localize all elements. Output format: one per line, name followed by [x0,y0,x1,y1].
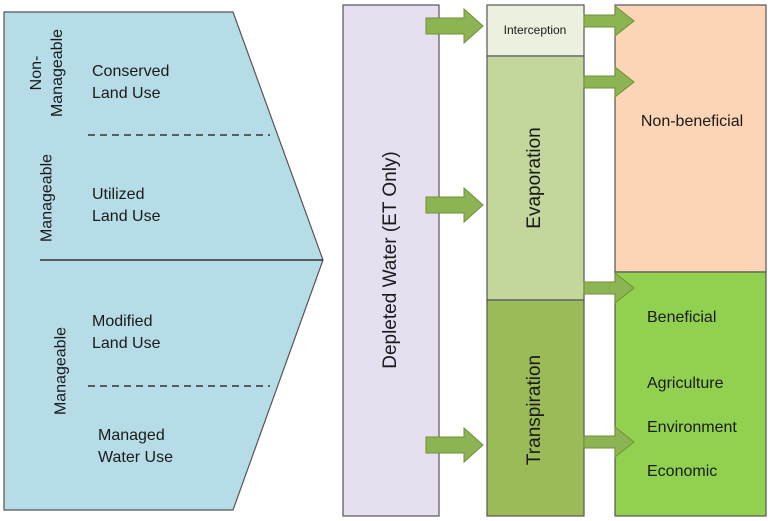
manageable-upper-label: Manageable [38,153,56,243]
managed-water-use-label: Managed Water Use [98,427,173,466]
transpiration-box [486,299,585,517]
arrow-to-evaporation [425,186,484,224]
beneficial-box [614,271,767,517]
modified-land-use-label: Modified Land Use [92,313,161,352]
agriculture-label: Agriculture [647,375,724,392]
arrow-evaporation-to-nonbeneficial [583,65,635,99]
utilized-land-use-label: Utilized Land Use [92,186,161,225]
arrow-evaporation-to-beneficial [583,271,635,305]
evaporation-label: Evaporation [524,127,545,229]
conserved-land-use-label: Conserved Land Use [92,63,170,102]
economic-label: Economic [647,463,718,480]
land-use-panel [3,11,324,511]
interception-label: Interception [503,23,567,37]
transpiration-label: Transpiration [524,354,545,466]
arrow-transpiration-to-beneficial [583,425,635,459]
depleted-water-box [342,4,440,517]
arrow-interception-to-nonbeneficial [583,4,635,38]
depleted-water-label: Depleted Water (ET Only) [380,151,401,369]
arrow-to-transpiration [425,426,484,464]
non-beneficial-label: Non-beneficial [640,113,744,130]
arrow-to-interception [425,7,484,45]
evaporation-box [486,55,585,301]
manageable-lower-label: Manageable [52,326,70,416]
non-manageable-label: Non- Manageable [28,28,66,118]
non-beneficial-box [614,4,767,273]
beneficial-title: Beneficial [647,309,717,326]
environment-label: Environment [647,419,737,436]
